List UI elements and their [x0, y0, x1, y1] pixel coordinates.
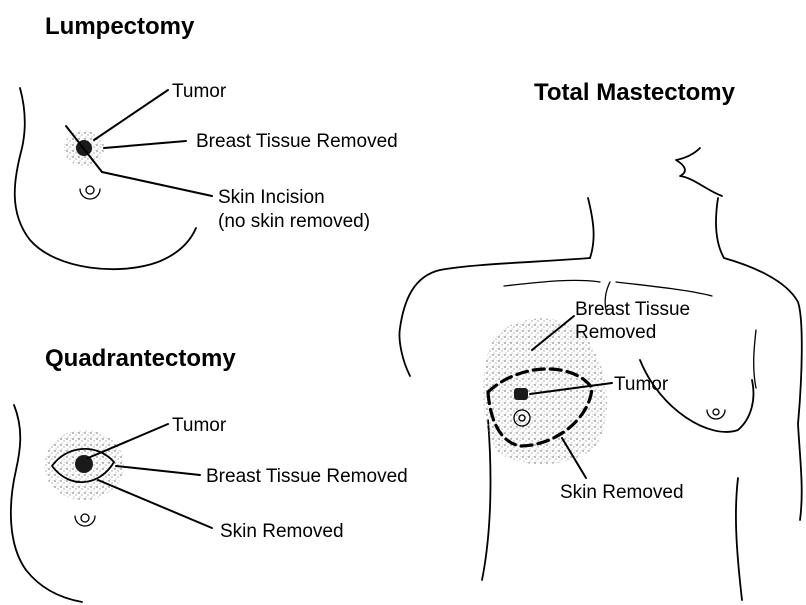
mastectomy-right-side: [736, 478, 742, 600]
mastectomy-left-collarbone: [504, 280, 600, 286]
mastectomy-tumor-label: Tumor: [614, 374, 669, 395]
quadrantectomy-title: Quadrantectomy: [45, 345, 236, 372]
lumpectomy-incision-leader: [102, 172, 212, 196]
lumpectomy-incision-label: Skin Incision: [218, 187, 325, 208]
quadrantectomy-panel: Quadrantectomy Tumor Breast Tissue Remov…: [11, 345, 408, 602]
mastectomy-skin-label: Skin Removed: [560, 482, 684, 503]
quadrantectomy-tumor-label: Tumor: [172, 415, 227, 436]
quadrantectomy-tissue-label: Breast Tissue Removed: [206, 466, 408, 487]
mastectomy-tissue-label-2: Removed: [575, 322, 656, 343]
lumpectomy-nipple-inner: [86, 186, 94, 194]
mastectomy-neck-left: [588, 198, 594, 258]
lumpectomy-tissue-leader: [104, 141, 186, 148]
mastectomy-right-collarbone: [616, 282, 712, 296]
mastectomy-armpit-line: [754, 330, 756, 388]
quadrantectomy-skin-leader: [98, 480, 212, 528]
mastectomy-right-shoulder: [724, 258, 802, 520]
lumpectomy-tissue-label: Breast Tissue Removed: [196, 131, 398, 152]
quadrantectomy-nipple-outer: [75, 516, 95, 526]
quadrantectomy-tissue-leader: [116, 466, 200, 475]
mastectomy-tumor: [514, 388, 528, 400]
mastectomy-right-breast: [640, 360, 753, 432]
quadrantectomy-skin-label: Skin Removed: [220, 521, 344, 542]
mastectomy-chin: [676, 148, 722, 196]
mastectomy-tissue-label: Breast Tissue: [575, 299, 690, 320]
mastectomy-panel: Total Mastectomy Breast Tissue Removed T…: [399, 79, 801, 600]
mastectomy-right-nipple-inner: [713, 409, 719, 415]
lumpectomy-incision-note: (no skin removed): [218, 211, 370, 232]
mastectomy-left-side: [482, 420, 490, 580]
mastectomy-title: Total Mastectomy: [534, 79, 736, 106]
quadrantectomy-nipple-inner: [81, 514, 89, 522]
lumpectomy-title: Lumpectomy: [45, 13, 195, 40]
lumpectomy-tumor-label: Tumor: [172, 81, 227, 102]
lumpectomy-panel: Lumpectomy Tumor Breast Tissue Removed S…: [15, 13, 398, 269]
lumpectomy-breast-outline: [15, 88, 196, 269]
lumpectomy-tumor-leader: [94, 90, 168, 140]
mastectomy-neck-right: [716, 198, 724, 258]
